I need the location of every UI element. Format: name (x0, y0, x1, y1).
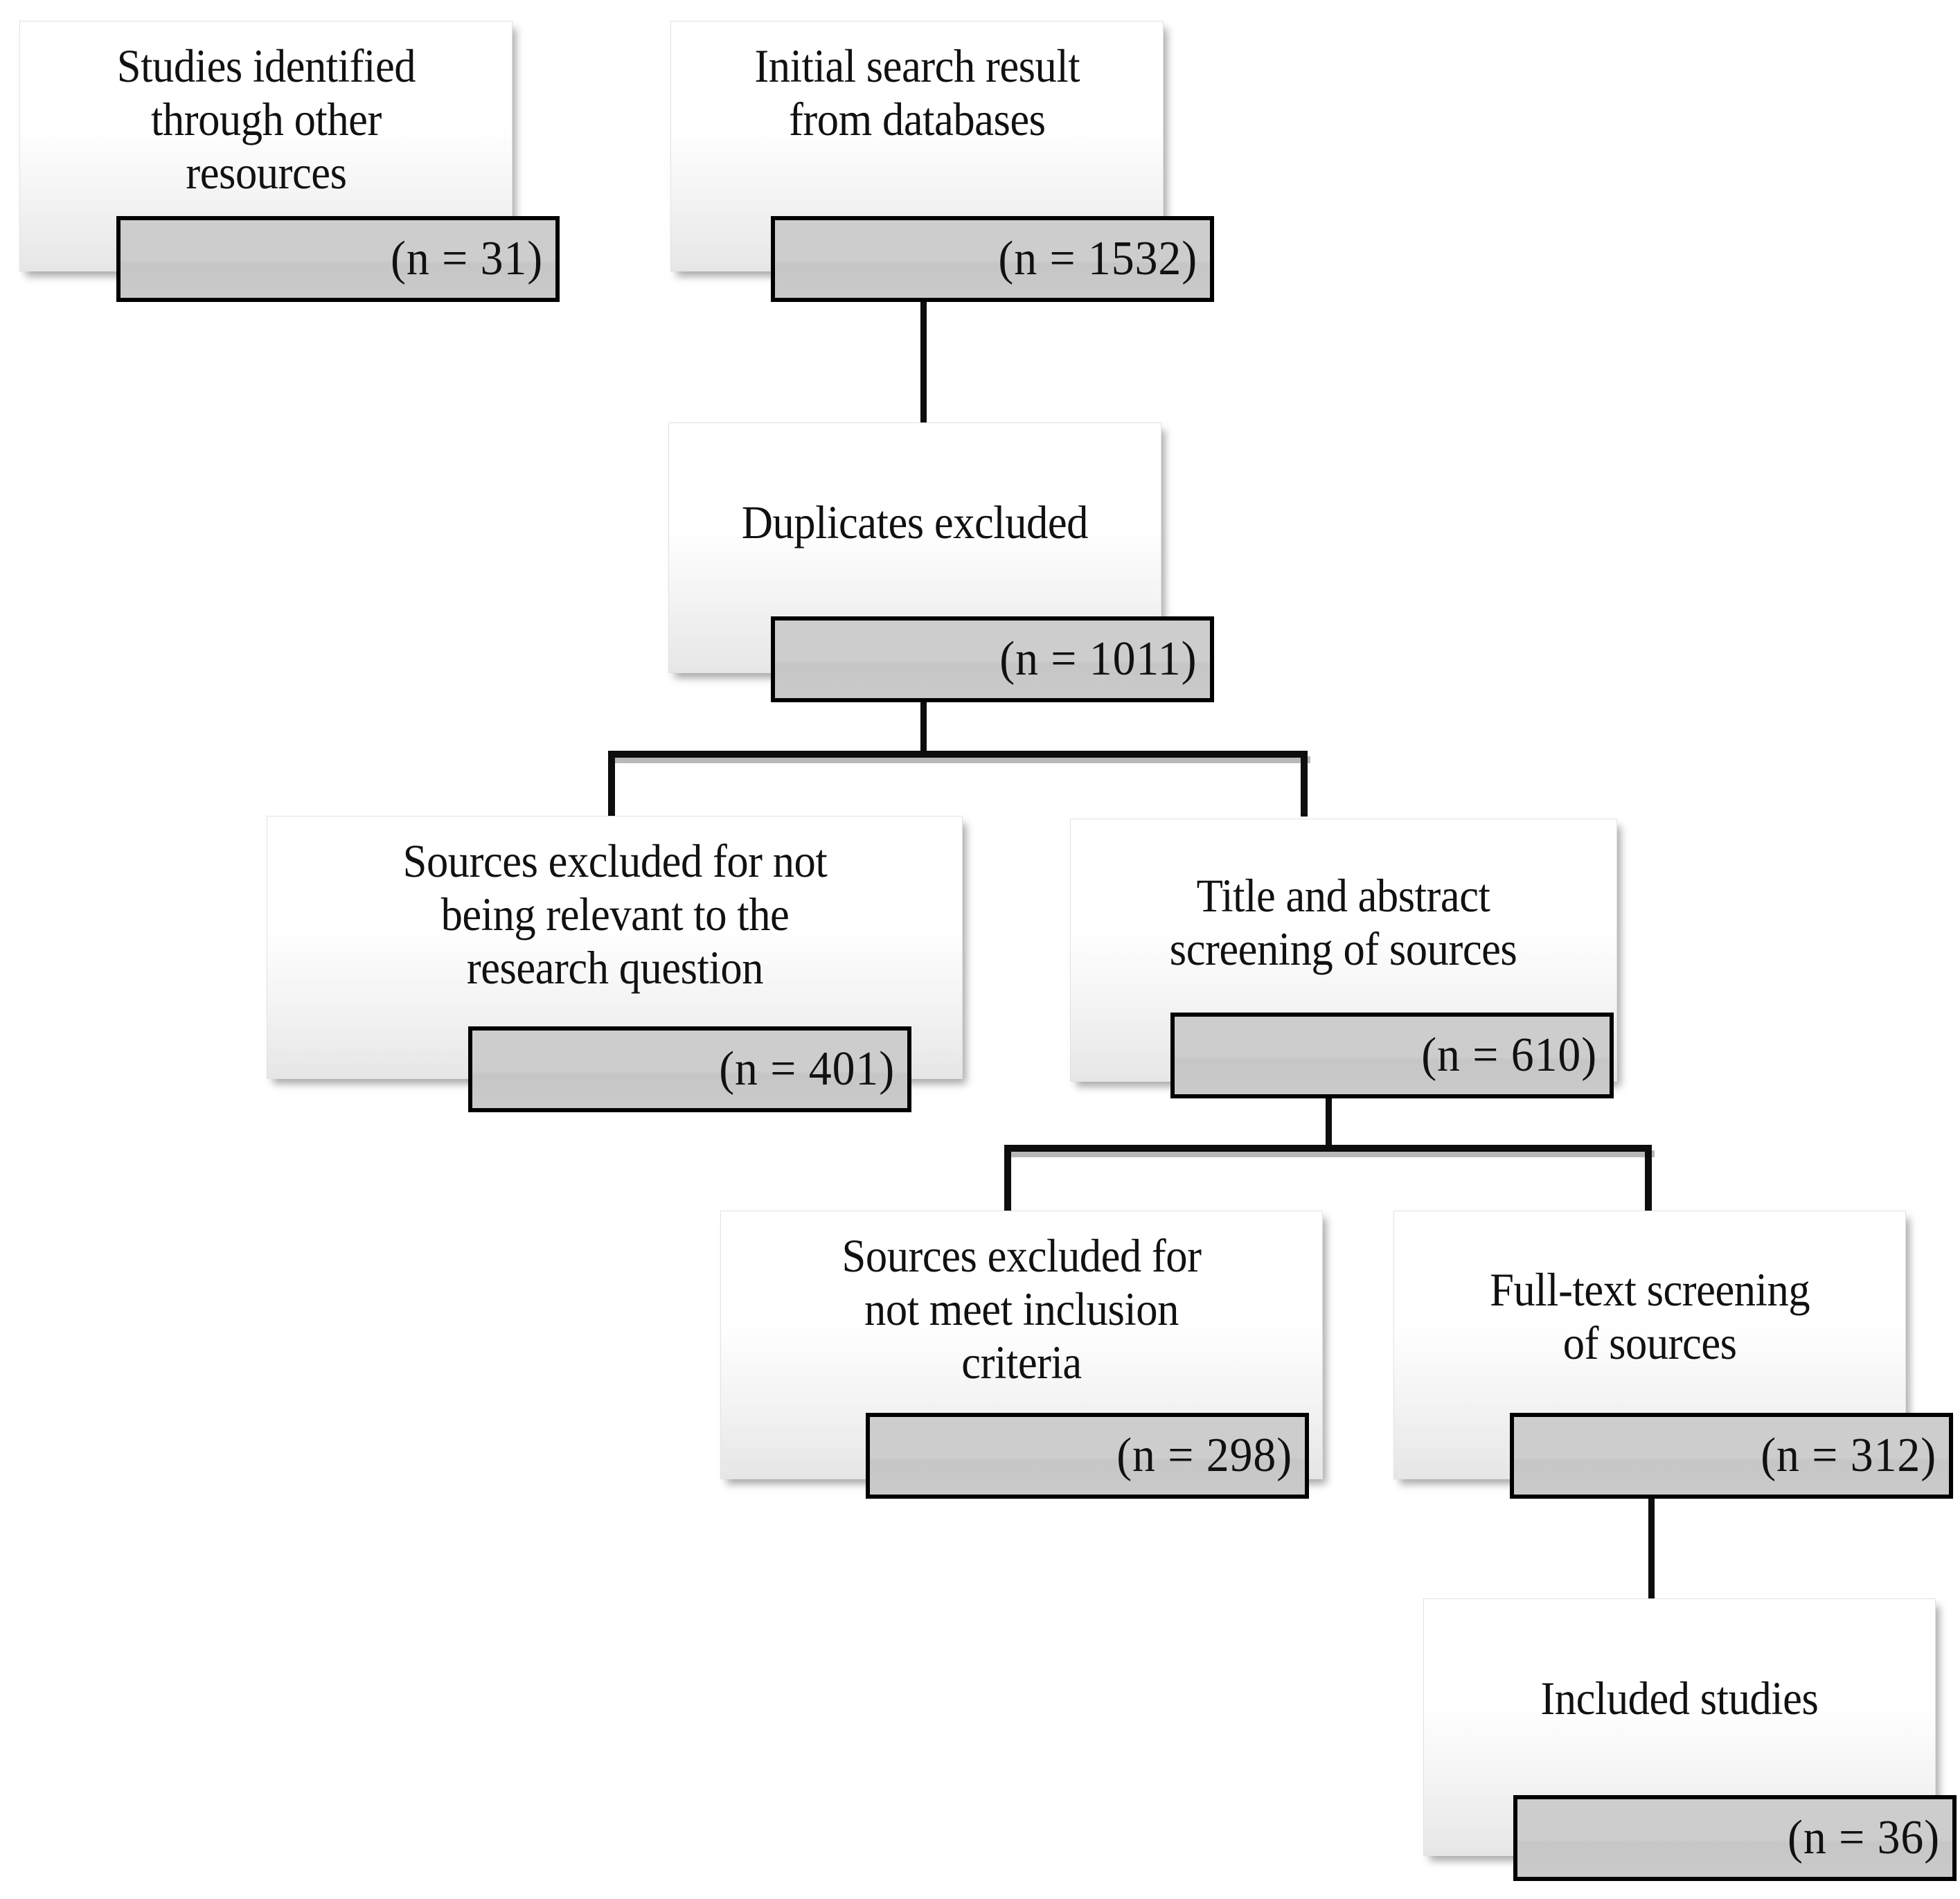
count-box-full-text-screening-value: (n = 312) (1761, 1429, 1936, 1482)
count-box-initial-search-value: (n = 1532) (998, 232, 1197, 285)
connector-screening-stem (1326, 1087, 1332, 1150)
node-inclusion-criteria-excluded: Sources excluded for not meet inclusion … (720, 1211, 1323, 1479)
count-box-duplicates-excluded: (n = 1011) (771, 616, 1214, 702)
count-box-not-relevant-excluded: (n = 401) (468, 1026, 911, 1112)
node-duplicates-excluded-label: Duplicates excluded (741, 496, 1089, 549)
node-title-abstract-screening-label: Title and abstract screening of sources (1170, 869, 1517, 975)
connector-branch2-bar (1004, 1145, 1652, 1152)
connector-branch1-left-drop (608, 751, 615, 817)
count-box-other-resources-value: (n = 31) (390, 232, 543, 285)
connector-duplicates-stem (920, 693, 927, 756)
count-box-duplicates-excluded-value: (n = 1011) (999, 632, 1197, 686)
count-box-title-abstract-screening: (n = 610) (1170, 1013, 1614, 1098)
connector-branch1-bar (608, 751, 1308, 758)
connector-branch1-bar-shadow (611, 756, 1310, 763)
count-box-inclusion-criteria-excluded-value: (n = 298) (1116, 1429, 1292, 1482)
node-not-relevant-excluded-label: Sources excluded for not being relevant … (402, 835, 827, 994)
connector-fulltext-to-included (1648, 1489, 1655, 1600)
count-box-initial-search: (n = 1532) (771, 216, 1214, 302)
count-box-full-text-screening: (n = 312) (1510, 1413, 1953, 1499)
node-included-studies-label: Included studies (1540, 1672, 1819, 1724)
node-initial-search-label: Initial search result from databases (754, 39, 1080, 145)
count-box-included-studies-value: (n = 36) (1787, 1811, 1940, 1864)
connector-branch2-left-drop (1004, 1145, 1011, 1214)
count-box-inclusion-criteria-excluded: (n = 298) (866, 1413, 1309, 1499)
count-box-not-relevant-excluded-value: (n = 401) (719, 1042, 895, 1096)
node-inclusion-criteria-excluded-label: Sources excluded for not meet inclusion … (841, 1229, 1202, 1389)
connector-branch2-right-drop (1645, 1145, 1652, 1214)
count-box-included-studies: (n = 36) (1513, 1795, 1957, 1881)
connector-initial-to-duplicates (920, 298, 927, 426)
node-full-text-screening-label: Full-text screening of sources (1489, 1263, 1810, 1369)
count-box-title-abstract-screening-value: (n = 610) (1421, 1028, 1597, 1082)
connector-branch1-right-drop (1301, 751, 1308, 817)
node-other-resources-label: Studies identified through other resourc… (116, 39, 416, 199)
connector-branch2-bar-shadow (1007, 1150, 1655, 1157)
count-box-other-resources: (n = 31) (116, 216, 560, 302)
